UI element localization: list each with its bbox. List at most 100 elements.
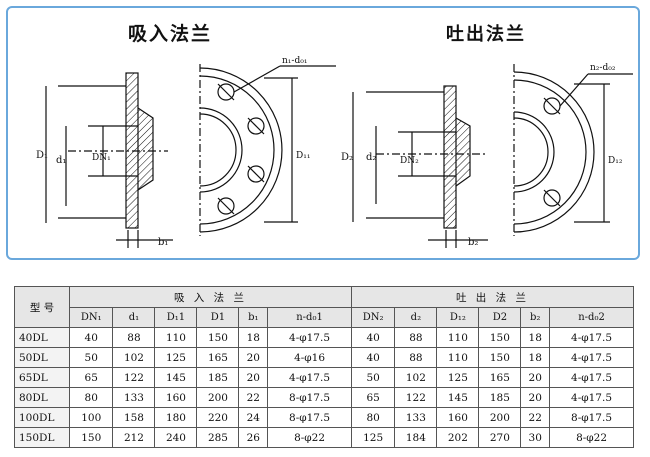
value-cell: 8-φ17.5: [549, 407, 634, 428]
discharge-column-header: n-d₀2: [549, 307, 634, 328]
value-cell: 125: [154, 347, 198, 368]
flange-diagram-panel: D₁ d₁ DN₁ b₁ n₁-d₀₁: [6, 6, 640, 260]
discharge-dimension-labels: D₂ d₂ DN₂ b₂: [341, 152, 478, 248]
label-D12: D₁₂: [608, 156, 623, 166]
suction-flange-side-view: [45, 72, 173, 248]
label-D11: D₁₁: [296, 151, 310, 161]
value-cell: 50: [68, 347, 114, 368]
value-cell: 80: [350, 407, 396, 428]
label-n2-d02: n₂-d₀₂: [590, 63, 616, 73]
value-cell: 4-φ16: [267, 347, 352, 368]
value-cell: 22: [520, 407, 551, 428]
suction-column-header: b₁: [238, 307, 269, 328]
value-cell: 122: [394, 387, 438, 408]
discharge-flange-title: 吐出法兰: [446, 23, 526, 45]
value-cell: 160: [436, 407, 480, 428]
label-b2: b₂: [468, 237, 478, 248]
model-cell: 80DL: [14, 387, 70, 408]
value-cell: 150: [196, 327, 240, 348]
value-cell: 125: [350, 427, 396, 448]
value-cell: 202: [436, 427, 480, 448]
value-cell: 133: [112, 387, 156, 408]
value-cell: 40: [350, 327, 396, 348]
model-header: 型 号: [14, 286, 70, 328]
suction-flange-title: 吸入法兰: [128, 22, 212, 45]
value-cell: 4-φ17.5: [267, 327, 352, 348]
value-cell: 145: [436, 387, 480, 408]
value-cell: 158: [112, 407, 156, 428]
suction-column-header: D₁1: [154, 307, 198, 328]
label-DN2: DN₂: [400, 156, 419, 166]
discharge-column-header: DN₂: [350, 307, 396, 328]
model-cell: 50DL: [14, 347, 70, 368]
value-cell: 20: [238, 367, 269, 388]
value-cell: 40: [68, 327, 114, 348]
value-cell: 100: [68, 407, 114, 428]
value-cell: 88: [394, 327, 438, 348]
label-d1: d₁: [56, 155, 66, 166]
suction-column-header: D1: [196, 307, 240, 328]
value-cell: 285: [196, 427, 240, 448]
suction-dimension-labels: D₁ d₁ DN₁ b₁: [36, 150, 168, 248]
value-cell: 200: [196, 387, 240, 408]
value-cell: 30: [520, 427, 551, 448]
suction-header: 吸 入 法 兰: [69, 286, 352, 308]
value-cell: 102: [112, 347, 156, 368]
value-cell: 102: [394, 367, 438, 388]
value-cell: 40: [350, 347, 396, 368]
value-cell: 180: [154, 407, 198, 428]
value-cell: 65: [68, 367, 114, 388]
value-cell: 220: [196, 407, 240, 428]
discharge-header: 吐 出 法 兰: [350, 286, 635, 308]
model-cell: 100DL: [14, 407, 70, 428]
value-cell: 110: [154, 327, 198, 348]
discharge-column-header: D₁₂: [436, 307, 480, 328]
label-DN1: DN₁: [92, 153, 111, 163]
value-cell: 150: [478, 347, 522, 368]
value-cell: 150: [478, 327, 522, 348]
label-D1: D₁: [36, 150, 48, 161]
value-cell: 150: [68, 427, 114, 448]
value-cell: 8-φ17.5: [267, 387, 352, 408]
value-cell: 240: [154, 427, 198, 448]
suction-face-labels: n₁-d₀₁ D₁₁: [282, 56, 310, 161]
label-d2: d₂: [366, 152, 376, 163]
value-cell: 110: [436, 327, 480, 348]
flange-drawings: D₁ d₁ DN₁ b₁ n₁-d₀₁: [36, 22, 633, 248]
value-cell: 185: [196, 367, 240, 388]
value-cell: 185: [478, 387, 522, 408]
model-cell: 65DL: [14, 367, 70, 388]
label-b1: b₁: [158, 237, 168, 248]
suction-column-header: n-d₀1: [267, 307, 352, 328]
value-cell: 270: [478, 427, 522, 448]
value-cell: 184: [394, 427, 438, 448]
discharge-flange-face-view: [513, 64, 633, 236]
value-cell: 20: [520, 367, 551, 388]
value-cell: 65: [350, 387, 396, 408]
value-cell: 4-φ17.5: [549, 367, 634, 388]
value-cell: 88: [394, 347, 438, 368]
value-cell: 18: [238, 327, 269, 348]
suction-flange-face-view: [199, 64, 336, 236]
value-cell: 160: [154, 387, 198, 408]
value-cell: 8-φ17.5: [267, 407, 352, 428]
value-cell: 133: [394, 407, 438, 428]
value-cell: 4-φ17.5: [549, 327, 634, 348]
value-cell: 26: [238, 427, 269, 448]
value-cell: 200: [478, 407, 522, 428]
value-cell: 125: [436, 367, 480, 388]
discharge-face-labels: n₂-d₀₂ D₁₂: [590, 63, 623, 166]
value-cell: 50: [350, 367, 396, 388]
value-cell: 18: [520, 327, 551, 348]
label-D2: D₂: [341, 152, 353, 163]
value-cell: 20: [238, 347, 269, 368]
suction-column-header: DN₁: [68, 307, 114, 328]
value-cell: 165: [478, 367, 522, 388]
value-cell: 212: [112, 427, 156, 448]
value-cell: 24: [238, 407, 269, 428]
